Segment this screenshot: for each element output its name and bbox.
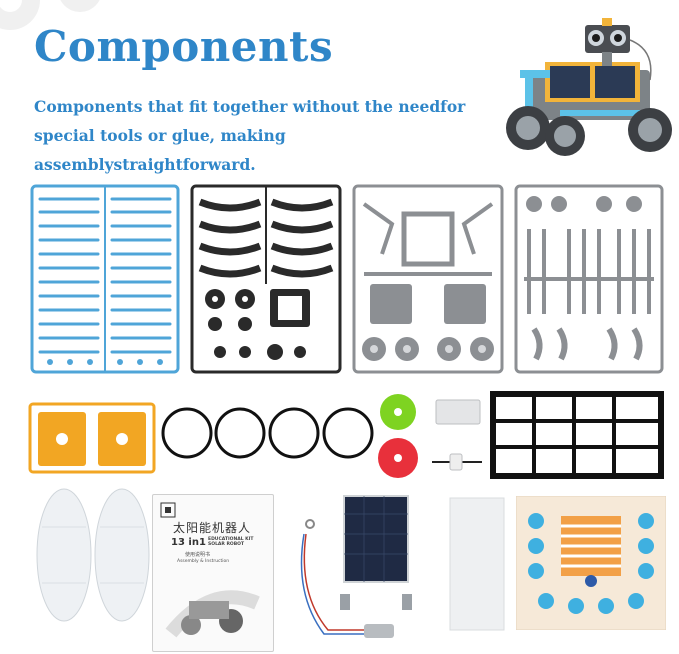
robot-icon <box>506 18 672 156</box>
rubber-rings <box>161 407 374 459</box>
manual-subtitle-cn: 使用说明书 <box>185 552 211 558</box>
page-subtitle: Components that fit together without the… <box>34 97 466 174</box>
gear-icon <box>378 394 418 478</box>
brand-logo-icon <box>160 502 176 518</box>
blue-parts-sprue <box>30 184 180 374</box>
orange-parts-sprue <box>28 402 156 474</box>
instruction-manual: 太阳能机器人 13 in1 EDUCATIONAL KIT SOLAR ROBO… <box>152 494 274 652</box>
grey-parts-sprue-1 <box>352 184 504 374</box>
manual-english: EDUCATIONAL KIT SOLAR ROBOT <box>208 537 254 547</box>
grey-parts-sprue-2 <box>514 184 664 374</box>
black-parts-sprue <box>190 184 342 374</box>
page-title: Components <box>34 22 334 71</box>
manual-subtitle-en: Assembly & Instruction <box>177 559 230 564</box>
sticker-sheet <box>516 496 666 630</box>
manual-number: 13 in1 <box>171 537 206 548</box>
gear-watermark-icon <box>0 0 100 30</box>
manual-robot-illustration <box>165 590 260 638</box>
plastic-bag <box>449 497 505 631</box>
axle-part <box>432 399 482 471</box>
parts-card <box>490 391 664 479</box>
solar-panel-and-motor <box>300 495 412 638</box>
manual-title-cn: 太阳能机器人 <box>173 521 252 535</box>
plastic-tires <box>36 488 150 622</box>
